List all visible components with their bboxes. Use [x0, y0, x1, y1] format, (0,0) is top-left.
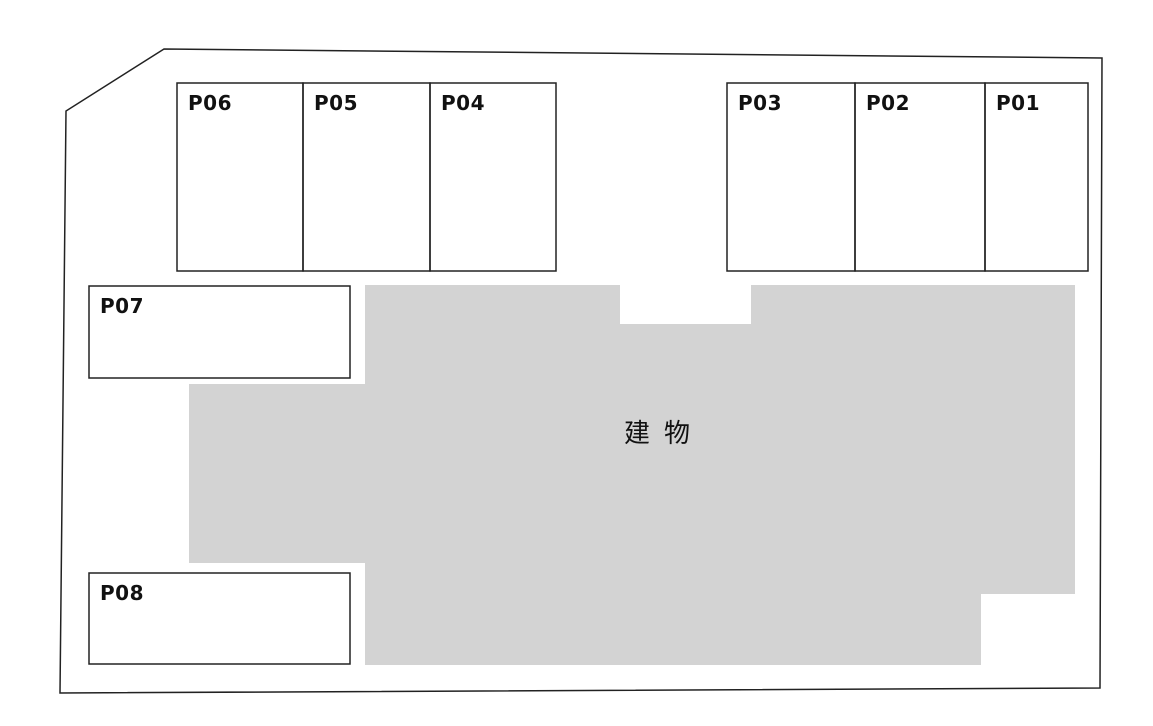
space-label: P02 [866, 91, 910, 115]
parking-space-p08[interactable]: P08 [88, 572, 351, 665]
space-label: P05 [314, 91, 358, 115]
space-label: P01 [996, 91, 1040, 115]
parking-space-p02[interactable]: P02 [854, 82, 986, 272]
space-label: P04 [441, 91, 485, 115]
parking-space-p01[interactable]: P01 [984, 82, 1089, 272]
building-footprint [189, 285, 1075, 665]
space-label: P07 [100, 294, 144, 318]
building-label: 建物 [624, 419, 704, 449]
space-label: P03 [738, 91, 782, 115]
space-label: P08 [100, 581, 144, 605]
parking-space-p04[interactable]: P04 [429, 82, 557, 272]
parking-space-p07[interactable]: P07 [88, 285, 351, 379]
space-label: P06 [188, 91, 232, 115]
